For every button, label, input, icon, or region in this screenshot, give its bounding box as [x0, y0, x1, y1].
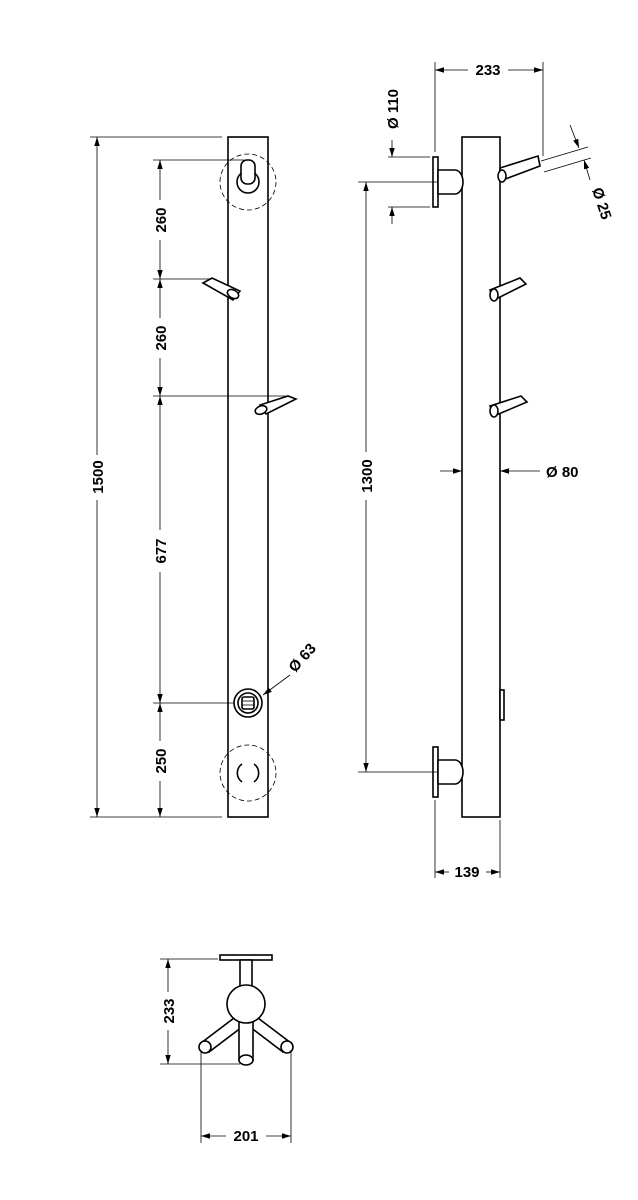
side-tube-diameter-label: Ø 80: [546, 464, 579, 481]
side-dim-flange: Ø 110: [385, 89, 430, 224]
top-tube: [226, 984, 266, 1024]
front-view: 1500 260 260 677 250 Ø 63: [90, 136, 320, 818]
top-arm-middle: [238, 1017, 254, 1066]
front-connector: [233, 688, 263, 718]
front-top-mount: [219, 153, 277, 211]
top-dim-depth: 233: [160, 958, 240, 1065]
front-bottom-mount: [219, 744, 277, 802]
side-view: 233 Ø 110 Ø 25 1300: [358, 62, 614, 881]
front-spacing-middle-label: 677: [153, 538, 170, 563]
front-connector-diameter-label: Ø 63: [285, 640, 319, 676]
side-hook-1: [497, 154, 541, 183]
side-mount-distance-label: 1300: [359, 459, 376, 492]
side-projection-label: 233: [475, 62, 500, 79]
front-dim-spacing-middle: 677: [153, 396, 170, 703]
top-width-label: 201: [233, 1128, 258, 1145]
side-dim-tube: Ø 80: [440, 464, 579, 481]
side-dim-projection: 233: [434, 62, 544, 156]
front-spacing-second-label: 260: [153, 325, 170, 350]
side-hook-diameter-label: Ø 25: [588, 186, 614, 222]
top-dim-width: 201: [200, 1050, 292, 1145]
front-dim-spacing-bottom: 250: [153, 703, 170, 817]
side-dim-depth: 139: [434, 800, 501, 881]
front-total-height-label: 1500: [90, 460, 107, 493]
front-spacing-top-label: 260: [153, 207, 170, 232]
side-dim-hook: Ø 25: [540, 124, 614, 222]
side-hook-3: [488, 395, 529, 418]
front-spacing-bottom-label: 250: [153, 748, 170, 773]
front-dim-connector: Ø 63: [262, 640, 320, 696]
front-dim-total: 1500: [90, 137, 107, 817]
front-dim-spacing-top: 260: [153, 160, 170, 279]
side-connector: [499, 689, 505, 721]
front-tube: [227, 136, 269, 818]
top-view: 233 201: [160, 954, 294, 1145]
side-flange-diameter-label: Ø 110: [385, 89, 402, 129]
front-dim-spacing-second: 260: [153, 279, 170, 396]
top-depth-label: 233: [161, 998, 178, 1023]
side-tube: [461, 136, 501, 818]
side-depth-label: 139: [454, 864, 479, 881]
side-hook-2: [488, 277, 528, 302]
front-hook-1: [201, 277, 242, 302]
side-dim-mount-distance: 1300: [358, 181, 438, 773]
front-hook-2: [254, 395, 298, 416]
